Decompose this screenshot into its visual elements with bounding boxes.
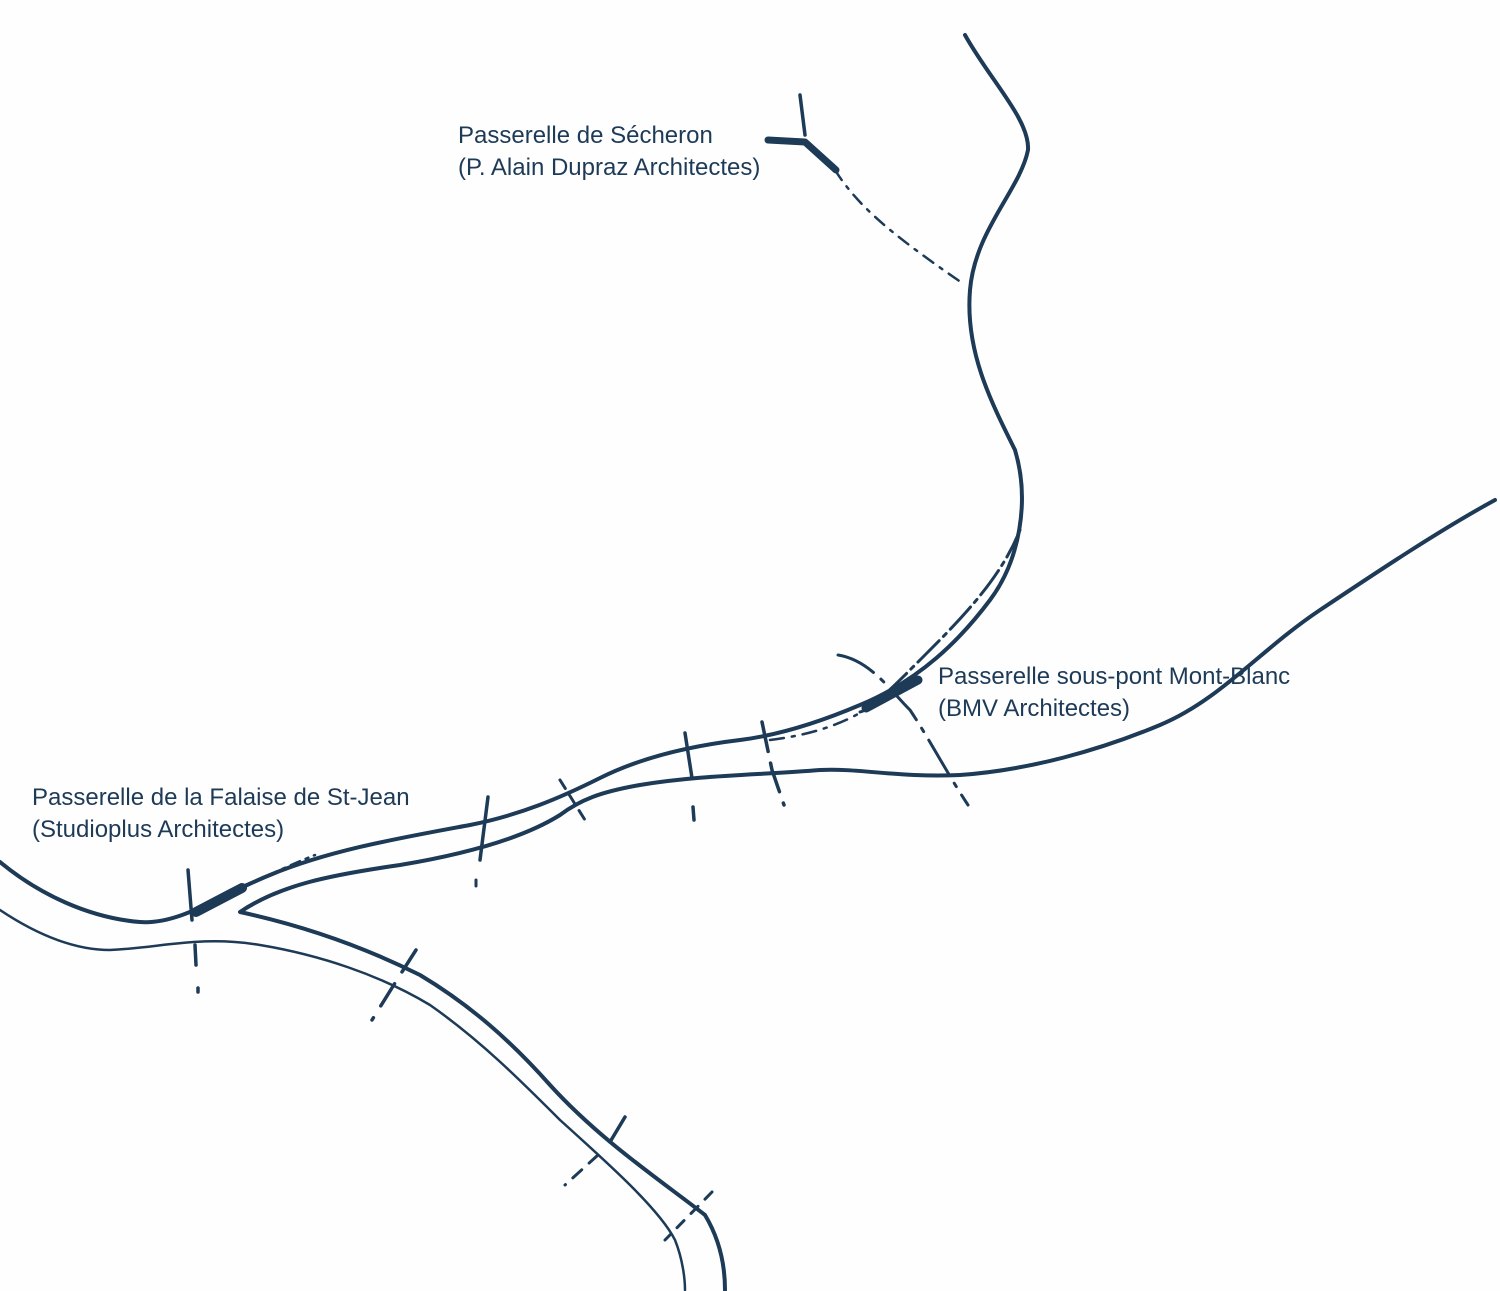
cross-street <box>760 720 786 807</box>
cross-street <box>478 795 490 862</box>
cross-street <box>370 948 418 1022</box>
river-bank-south-arve <box>238 498 1497 1291</box>
cross-street <box>558 778 587 822</box>
cross-street <box>683 731 696 822</box>
cross-street <box>608 1115 627 1144</box>
bridge-name: Passerelle de la Falaise de St-Jean <box>32 784 410 811</box>
label-passerelle-secheron: Passerelle de Sécheron (P. Alain Dupraz … <box>458 120 760 184</box>
inner-bank-dashed <box>858 528 1022 714</box>
cross-street <box>563 1153 600 1187</box>
architect-name: (P. Alain Dupraz Architectes) <box>458 154 761 181</box>
secheron-path-dashed <box>833 168 967 287</box>
label-passerelle-mont-blanc: Passerelle sous-pont Mont-Blanc (BMV Arc… <box>938 661 1290 725</box>
bridge-st-jean <box>191 883 247 917</box>
architect-name: (Studioplus Architectes) <box>32 816 285 843</box>
bridge-secheron <box>764 136 840 174</box>
mont-blanc-crossing-dashed <box>836 653 970 807</box>
cross-street <box>663 1190 714 1242</box>
bridge-name: Passerelle sous-pont Mont-Blanc <box>938 663 1291 690</box>
architect-name: (BMV Architectes) <box>938 695 1131 722</box>
river-bank-south-lower <box>0 908 687 1291</box>
bridge-mont-blanc <box>861 675 923 713</box>
cross-street <box>186 868 200 994</box>
bridge-name: Passerelle de Sécheron <box>458 122 713 149</box>
label-passerelle-st-jean: Passerelle de la Falaise de St-Jean (Stu… <box>32 782 410 846</box>
cross-street <box>798 93 807 137</box>
st-jean-path-dashed <box>243 853 317 887</box>
mont-blanc-path-dashed <box>768 708 867 742</box>
